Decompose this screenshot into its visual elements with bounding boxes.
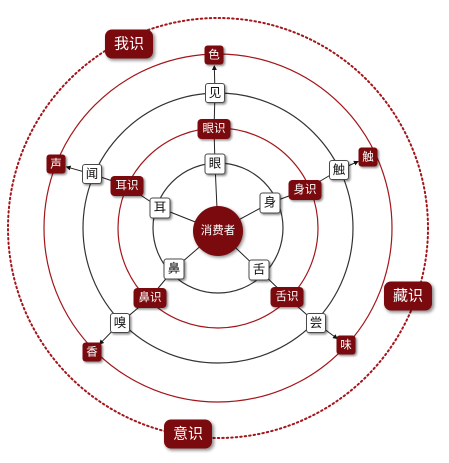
consciousness-ear: 耳识 bbox=[110, 176, 144, 196]
consciousness-tongue: 舌识 bbox=[270, 287, 304, 307]
object-flavor: 味 bbox=[336, 335, 356, 355]
sense-taste: 尝 bbox=[306, 313, 326, 333]
label-manas-consciousness: 我识 bbox=[104, 29, 154, 59]
consciousness-body: 身识 bbox=[288, 180, 322, 200]
organ-body: 身 bbox=[259, 192, 281, 214]
sense-hear: 闻 bbox=[82, 164, 102, 184]
label-mind-consciousness: 意识 bbox=[163, 419, 213, 449]
object-color: 色 bbox=[204, 45, 224, 65]
object-tactile: 触 bbox=[358, 147, 378, 167]
organ-nose: 鼻 bbox=[163, 258, 185, 280]
sense-touch: 触 bbox=[329, 160, 349, 180]
organ-ear: 耳 bbox=[149, 197, 171, 219]
consciousness-eye: 眼识 bbox=[197, 119, 231, 139]
organ-tongue: 舌 bbox=[248, 259, 270, 281]
object-scent: 香 bbox=[82, 342, 102, 362]
sense-smell: 嗅 bbox=[110, 313, 130, 333]
label-alaya-consciousness: 藏识 bbox=[383, 281, 433, 311]
object-sound: 声 bbox=[46, 154, 66, 174]
outer-dotted-ring bbox=[7, 17, 429, 439]
center-consumer: 消费者 bbox=[193, 206, 243, 256]
consciousness-nose: 鼻识 bbox=[133, 288, 167, 308]
center-label: 消费者 bbox=[200, 223, 236, 238]
sense-see: 见 bbox=[205, 83, 225, 103]
organ-eye: 眼 bbox=[204, 153, 226, 175]
